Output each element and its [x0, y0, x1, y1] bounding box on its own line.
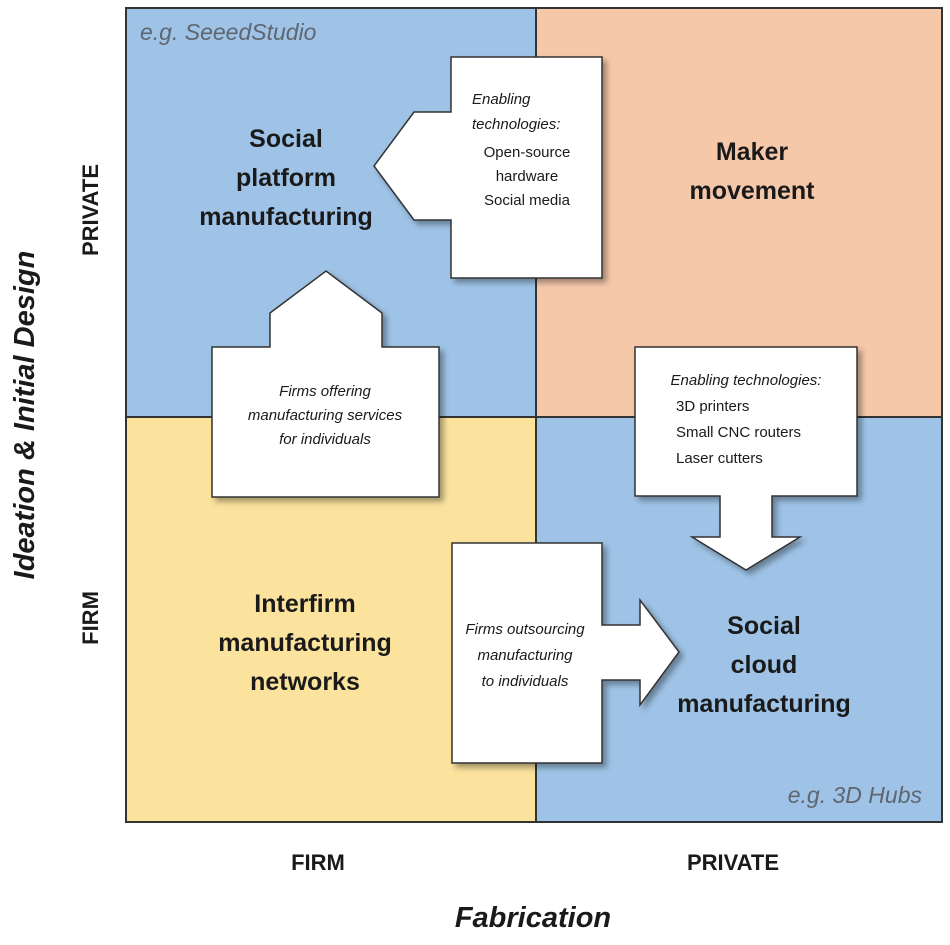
callout-heading-line: Enabling	[472, 91, 531, 108]
quadrant-title-bottom-right: Social cloud manufacturing	[677, 612, 851, 718]
quadrant-title-line: manufacturing	[218, 629, 392, 657]
callout-line: for individuals	[279, 431, 371, 448]
quadrant-title-top-left: Social platform manufacturing	[199, 125, 373, 231]
quadrant-title-line: manufacturing	[677, 690, 851, 718]
callout-item: Small CNC routers	[676, 424, 801, 441]
quadrant-title-line: movement	[689, 177, 815, 205]
y-axis-label-firm: FIRM	[78, 591, 103, 645]
x-axis-title: Fabrication	[455, 902, 611, 934]
quadrant-title-bottom-left: Interfirm manufacturing networks	[218, 590, 392, 696]
left-arrow-callout-text: Enabling technologies: Open-source hardw…	[472, 91, 571, 209]
callout-line: manufacturing	[477, 647, 573, 664]
callout-item: Social media	[484, 192, 571, 209]
quadrant-title-line: Interfirm	[254, 590, 355, 618]
callout-item: Open-source	[484, 144, 571, 161]
quadrant-title-line: Maker	[716, 138, 789, 166]
callout-item: hardware	[496, 168, 559, 185]
grid-outline	[125, 7, 943, 823]
callout-heading-line: Enabling technologies:	[671, 372, 822, 389]
quadrant-title-line: cloud	[731, 651, 798, 679]
right-arrow-callout	[451, 542, 680, 764]
quadrant-title-line: manufacturing	[199, 203, 373, 231]
right-arrow-callout-text: Firms outsourcing manufacturing to indiv…	[465, 621, 585, 690]
quadrant-title-line: Social	[727, 612, 801, 640]
y-axis-label-private: PRIVATE	[78, 164, 103, 256]
callout-item: Laser cutters	[676, 450, 763, 467]
quadrant-title-line: Social	[249, 125, 323, 153]
example-label-top-left: e.g. SeeedStudio	[140, 19, 317, 45]
down-arrow-callout	[634, 346, 858, 571]
callout-heading-line: technologies:	[472, 116, 560, 133]
y-axis-title: Ideation & Initial Design	[9, 251, 41, 580]
callout-line: Firms outsourcing	[465, 621, 585, 638]
left-arrow-callout	[373, 56, 603, 279]
quadrant-title-top-right: Maker movement	[689, 138, 815, 205]
up-arrow-callout-text: Firms offering manufacturing services fo…	[248, 383, 403, 448]
callout-item: 3D printers	[676, 398, 749, 415]
down-arrow-callout-text: Enabling technologies: 3D printers Small…	[671, 372, 822, 467]
quadrant-title-line: platform	[236, 164, 336, 192]
x-axis-label-private: PRIVATE	[687, 850, 779, 875]
x-axis-label-firm: FIRM	[291, 850, 345, 875]
quadrant-title-line: networks	[250, 668, 360, 696]
callout-line: manufacturing services	[248, 407, 403, 424]
callout-line: Firms offering	[279, 383, 371, 400]
example-label-bottom-right: e.g. 3D Hubs	[788, 782, 923, 808]
callout-line: to individuals	[482, 673, 569, 690]
up-arrow-callout	[211, 270, 440, 498]
